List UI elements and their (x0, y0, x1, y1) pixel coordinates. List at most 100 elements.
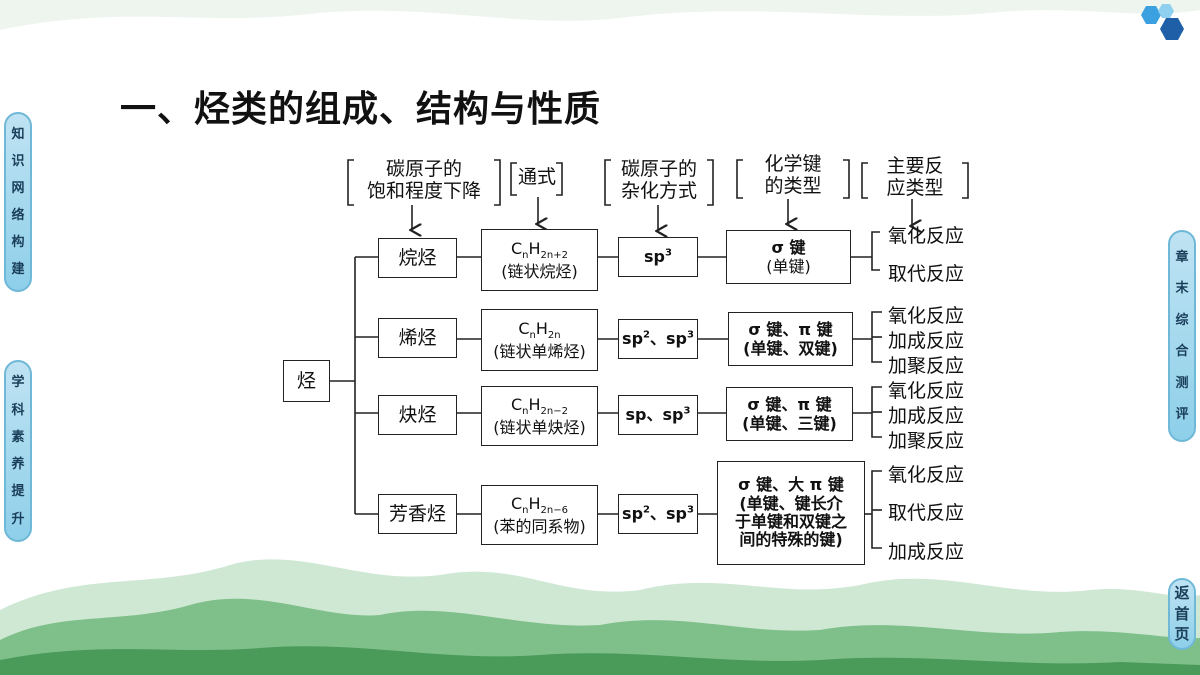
tab-char: 养 (11, 457, 25, 473)
tab-char: 提 (11, 484, 25, 500)
tab-char: 综 (1175, 312, 1189, 328)
tab-chapter-test[interactable]: 章 末 综 合 测 评 (1168, 230, 1196, 442)
class-label: 烷烃 (398, 246, 437, 269)
tab-char: 学 (11, 375, 25, 391)
tab-literacy-improvement[interactable]: 学 科 素 养 提 升 (4, 360, 32, 542)
class-label: 芳香烃 (388, 502, 446, 525)
tab-char: 评 (1175, 407, 1189, 423)
tab-char: 合 (1175, 344, 1189, 360)
hybrid-text: sp、sp3 (626, 405, 691, 424)
bond-box-alkyne: σ 键、π 键 (单键、三键) (726, 387, 853, 441)
class-box-alkane: 烷烃 (378, 238, 457, 278)
bond-box-aromatic: σ 键、大 π 键 (单键、键长介 于单键和双键之 间的特殊的键) (717, 461, 865, 565)
tab-char: 测 (1175, 375, 1189, 391)
formula: CnH2n−6 (511, 493, 568, 516)
hybrid-sup: 2 (643, 505, 650, 517)
formula-box-alkene: CnH2n (链状单烯烃) (481, 309, 598, 371)
formula-note: (苯的同系物) (493, 517, 586, 536)
hybrid-text: sp2、sp3 (622, 329, 694, 348)
tab-knowledge-network[interactable]: 知 识 网 络 构 建 (4, 112, 32, 292)
hybrid-sup: 3 (683, 406, 691, 418)
formula-sub: n (522, 505, 529, 516)
tab-char: 构 (11, 235, 25, 250)
formula-box-alkyne: CnH2n−2 (链状单炔烃) (481, 386, 598, 446)
header-hybridization: 碳原子的 杂化方式 (609, 158, 709, 203)
tab-char: 建 (11, 262, 25, 277)
formula-sub: 2n−2 (540, 406, 568, 417)
formula-sub: n (522, 250, 529, 261)
reaction-label: 加成反应 (888, 405, 965, 427)
formula-sub: 2n−6 (540, 505, 568, 516)
hybrid-base: sp (622, 504, 644, 524)
class-box-aromatic: 芳香烃 (378, 494, 457, 534)
header-saturation: 碳原子的 饱和程度下降 (352, 158, 496, 203)
formula-box-alkane: CnH2n+2 (链状烷烃) (481, 229, 598, 291)
hybrid-sup: 3 (686, 330, 694, 342)
hybrid-text: sp3 (644, 247, 672, 266)
hybrid-base: sp (622, 329, 644, 349)
formula-sub: n (522, 406, 529, 417)
page-title: 一、烃类的组成、结构与性质 (120, 89, 602, 130)
class-box-alkyne: 炔烃 (378, 395, 457, 435)
reaction-label: 氧化反应 (888, 225, 965, 247)
bond-box-alkane: σ 键 (单键) (726, 230, 851, 284)
bond-line: σ 键、π 键 (748, 319, 833, 339)
tab-char: 素 (11, 429, 25, 445)
tab-char: 页 (1174, 625, 1190, 644)
header-line: 主要反 (886, 155, 944, 177)
reaction-label: 加成反应 (888, 330, 965, 352)
header-line: 应类型 (886, 176, 944, 199)
hybrid-box-alkyne: sp、sp3 (618, 395, 698, 435)
hybrid-sup: 2 (643, 330, 650, 342)
bond-line: (单键、双键) (743, 339, 838, 358)
hybrid-sup: 3 (686, 505, 694, 517)
back-to-home-button[interactable]: 返 首 页 (1168, 578, 1196, 650)
reaction-label: 加聚反应 (888, 355, 965, 377)
formula: CnH2n+2 (511, 238, 568, 261)
tab-char: 章 (1175, 249, 1189, 265)
header-line: 化学键 (764, 153, 822, 175)
header-line: 通式 (517, 166, 556, 188)
formula-sub: n (529, 330, 536, 341)
formula-note: (链状烷烃) (501, 262, 578, 281)
formula-note: (链状单炔烃) (493, 418, 586, 437)
bond-line: (单键) (766, 257, 811, 276)
bond-line: 间的特殊的键) (739, 530, 843, 550)
tab-char: 升 (11, 511, 25, 527)
tab-char: 返 (1174, 583, 1190, 602)
tab-char: 络 (11, 208, 25, 223)
header-bond-type: 化学键 的类型 (741, 153, 845, 198)
hybrid-sep: 、sp (646, 405, 684, 425)
hybrid-base: sp (644, 247, 665, 267)
class-label: 烯烃 (398, 326, 437, 349)
reaction-label: 取代反应 (888, 502, 965, 524)
header-reaction-type: 主要反 应类型 (866, 155, 964, 200)
reaction-label: 氧化反应 (888, 305, 965, 327)
class-label: 炔烃 (398, 403, 437, 426)
hybrid-base: sp (625, 405, 647, 425)
formula-box-aromatic: CnH2n−6 (苯的同系物) (481, 485, 598, 545)
reaction-label: 加成反应 (888, 541, 965, 563)
hybrid-sep: 、sp (650, 329, 687, 349)
bond-line: (单键、三键) (742, 414, 837, 433)
hybrid-box-alkane: sp3 (618, 237, 698, 277)
tab-char: 首 (1174, 604, 1190, 623)
header-line: 饱和程度下降 (366, 179, 481, 202)
bond-box-alkene: σ 键、π 键 (单键、双键) (728, 312, 853, 366)
header-general-formula: 通式 (514, 166, 560, 189)
reaction-label: 氧化反应 (888, 464, 965, 486)
formula-note: (链状单烯烃) (493, 342, 586, 361)
bond-line: (单键、键长介 (739, 493, 843, 513)
tab-char: 末 (1175, 281, 1189, 297)
hybrid-sep: 、sp (650, 504, 687, 524)
bond-line: σ 键、大 π 键 (738, 475, 844, 495)
hexagon-logo-icon (1141, 4, 1184, 40)
root-hydrocarbon-box: 烃 (283, 360, 330, 402)
tab-char: 科 (11, 402, 25, 418)
formula-sub: 2n (547, 330, 561, 341)
tab-char: 网 (11, 181, 25, 196)
formula: CnH2n−2 (511, 394, 568, 417)
